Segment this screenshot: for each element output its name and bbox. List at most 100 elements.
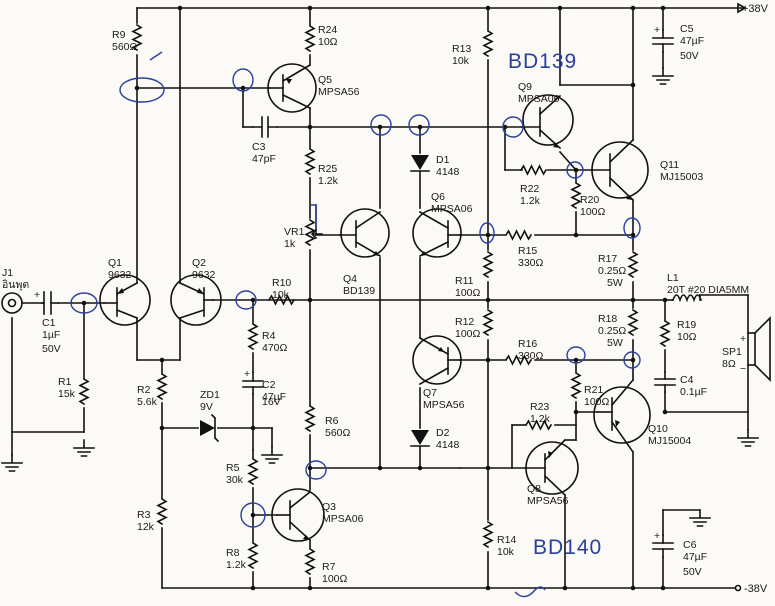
label-value: 0.25Ω [598,325,626,337]
label-value: 47µF [262,391,286,403]
ground-icon [652,67,674,85]
resistor-r11-icon [483,251,493,278]
capacitor-c4-icon [654,371,676,393]
speaker-icon: + − [740,316,771,382]
label-ref: R19 [677,319,696,331]
diode-d1-icon [410,155,430,172]
label-ref: R10 [272,277,291,289]
label-ref: Q8 [527,483,541,495]
handwritten-note-lower: BD140 [533,536,602,559]
label-ref: C4 [680,374,694,386]
label-ref: R6 [325,415,339,427]
label-ref: C5 [680,23,694,35]
label-ref: VR1 [284,226,305,238]
label-value: MPSA06 [431,203,473,215]
label-value: 1.2k [530,413,551,425]
label-ref: C2 [262,379,276,391]
svg-text:+: + [654,24,660,36]
label-ref: D1 [436,154,450,166]
label-value: 0.1µF [680,386,707,398]
ground-icon [73,439,95,457]
label-value: 100Ω [322,573,348,585]
potentiometer-vr1-icon [305,204,323,246]
label-ref: D2 [436,427,450,439]
label-value: MPSA06 [322,513,364,525]
svg-text:+: + [654,530,660,542]
annotation-marks [70,51,641,598]
capacitor-c2-icon: + [242,368,264,395]
capacitor-c3-icon [252,116,278,138]
label-ref: SP1 [722,346,742,358]
resistor-r7-icon [305,548,315,575]
label-value: 10Ω [318,36,338,48]
resistor-r17-icon [628,251,638,278]
label-ref: Q3 [322,501,336,513]
label-value: 100Ω [580,206,606,218]
label-ref: Q9 [518,81,532,93]
resistor-r6-icon [248,542,258,569]
label-value: 8Ω [722,358,736,370]
transistor-q6-icon [412,208,462,258]
label-ref: R17 [598,253,617,265]
label-value: 0.25Ω [598,265,626,277]
label-ref: R24 [318,24,337,36]
label-ref: Q4 [343,273,357,285]
capacitor-c6-icon: + [652,530,674,558]
resistor-r18-icon [628,309,638,336]
label-value: 20T #20 DIA5MM [667,284,749,296]
ground-icon [737,429,759,447]
label-value: 9V [200,401,213,413]
label-ref: R11 [455,275,474,287]
handwritten-note-upper: BD139 [508,50,577,73]
label-value: 1.2k [226,559,247,571]
label-value: MPSA56 [423,399,465,411]
label-ref: R14 [497,534,516,546]
label-c1v: 50V [42,343,61,355]
junction-dots [81,5,668,591]
positive-rail: +38V [136,2,769,15]
wiring [11,7,749,589]
label-ref: R25 [318,163,337,175]
label-value: 560Ω [112,41,138,53]
label-value: 100Ω [455,328,481,340]
label-value: 4148 [436,166,460,178]
label-ref: R15 [518,245,537,257]
label-ref: R22 [520,183,539,195]
label-value: 12k [137,521,155,533]
label-value: 1.2k [520,195,541,207]
resistor-r4-icon [248,323,258,350]
resistor-r3-icon [157,498,167,525]
label-c2v: 16V [262,396,281,408]
label-value: MPSA56 [527,495,569,507]
label-value: 15k [58,388,76,400]
label-value: 10k [452,55,470,67]
ground-icon [261,446,283,464]
label-value: 47µF [683,551,707,563]
svg-text:+: + [34,289,40,301]
ground-icon [689,509,711,527]
label-value: 47µF [680,35,704,47]
